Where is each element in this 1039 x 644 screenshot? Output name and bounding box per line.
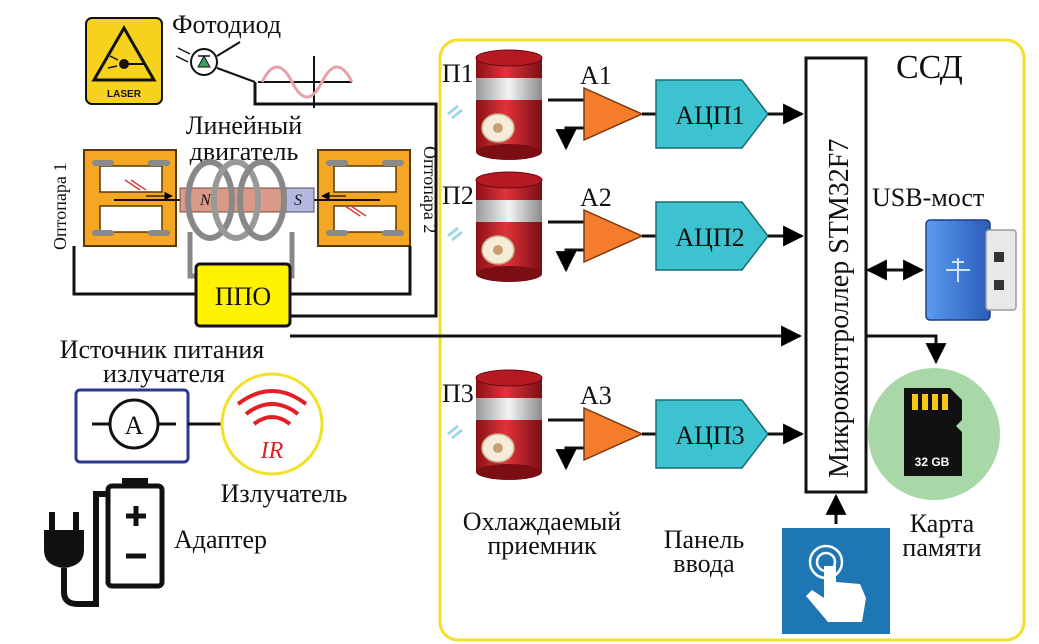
- amplifier-1: [583, 86, 644, 142]
- photodiode-wire: [253, 82, 438, 318]
- ppo-label: ППО: [215, 282, 271, 311]
- optopair-1-label: Оптопара 1: [50, 163, 70, 250]
- photodiode-icon: [175, 41, 256, 83]
- amplifier-3: [583, 406, 644, 462]
- cooled-receiver-label-1: Охлаждаемый: [463, 507, 621, 536]
- laser-badge-label: LASER: [107, 89, 142, 100]
- receiver-label-3: П3: [442, 379, 474, 408]
- ray: [447, 226, 459, 238]
- receiver-label-1: П1: [442, 59, 474, 88]
- usb-drive-icon: [925, 219, 1017, 321]
- cooled-receiver-label-2: приемник: [487, 531, 597, 560]
- ssd-border: [438, 38, 1026, 642]
- panel-label-2: ввода: [673, 549, 735, 578]
- opt1-wire: [72, 246, 196, 296]
- motor-coil: [179, 159, 315, 279]
- adc-3: [655, 399, 769, 469]
- mcu-box: [804, 56, 868, 494]
- mcu-label: Микроконтроллер STM32F7: [824, 139, 855, 478]
- card-label-1: Карта: [910, 509, 975, 538]
- amplifier-2: [583, 208, 644, 264]
- power-source-label-1: Источник питания: [60, 335, 265, 364]
- linear-motor-label-1: Линейный: [186, 111, 302, 140]
- optocoupler-2: [312, 149, 411, 247]
- plug-icon: [44, 491, 112, 607]
- adc-2: [655, 201, 769, 271]
- optocoupler-1: [83, 149, 180, 247]
- amplifier-label-3: A3: [580, 381, 612, 410]
- pole-n: N: [199, 192, 212, 209]
- receiver-cylinder-2: [475, 171, 543, 282]
- receiver-cylinder-3: [475, 369, 543, 480]
- power-source-label-2: излучателя: [103, 359, 225, 388]
- touch-panel-icon[interactable]: [782, 528, 890, 634]
- usb-bridge-label: USB-мост: [872, 183, 984, 212]
- mcu-sd-link: [866, 334, 947, 365]
- ir-emitter-icon: [220, 372, 324, 476]
- receiver-label-2: П2: [442, 181, 474, 210]
- sd-card-icon: [868, 368, 1000, 500]
- panel-label-1: Панель: [664, 525, 745, 554]
- ray: [451, 428, 463, 440]
- adc-label-1: АЦП1: [675, 101, 744, 130]
- adapter-label: Адаптер: [174, 525, 267, 554]
- signal-waveform: [258, 56, 354, 108]
- ammeter-icon: [92, 398, 176, 450]
- adc-1: [655, 79, 769, 149]
- card-label-2: памяти: [902, 533, 981, 562]
- ground-wire: [555, 126, 584, 151]
- ray: [451, 108, 463, 120]
- ssd-label: ССД: [896, 49, 963, 86]
- ppo-box: [194, 262, 292, 328]
- ground-wire: [555, 248, 584, 273]
- opt2-wire: [290, 246, 412, 296]
- optopair-2-label: Оптопара 2: [420, 146, 440, 233]
- receiver-cylinder-1: [475, 49, 543, 160]
- emitter-label: Излучатель: [221, 479, 348, 508]
- laser-warning-icon: LASER: [85, 17, 163, 105]
- ammeter-label: A: [125, 411, 144, 440]
- ray: [447, 424, 459, 436]
- ground-wire: [555, 446, 584, 471]
- adc-label-2: АЦП2: [675, 223, 744, 252]
- ray: [451, 230, 463, 242]
- sd-capacity-label: 32 GB: [915, 455, 950, 469]
- amplifier-label-1: A1: [580, 61, 612, 90]
- ray: [447, 104, 459, 116]
- photodiode-label: Фотодиод: [172, 10, 281, 39]
- battery-icon: [105, 478, 165, 589]
- pole-s: S: [294, 192, 302, 209]
- ir-label: IR: [260, 438, 284, 464]
- amplifier-label-2: A2: [580, 183, 612, 212]
- adc-label-3: АЦП3: [675, 421, 744, 450]
